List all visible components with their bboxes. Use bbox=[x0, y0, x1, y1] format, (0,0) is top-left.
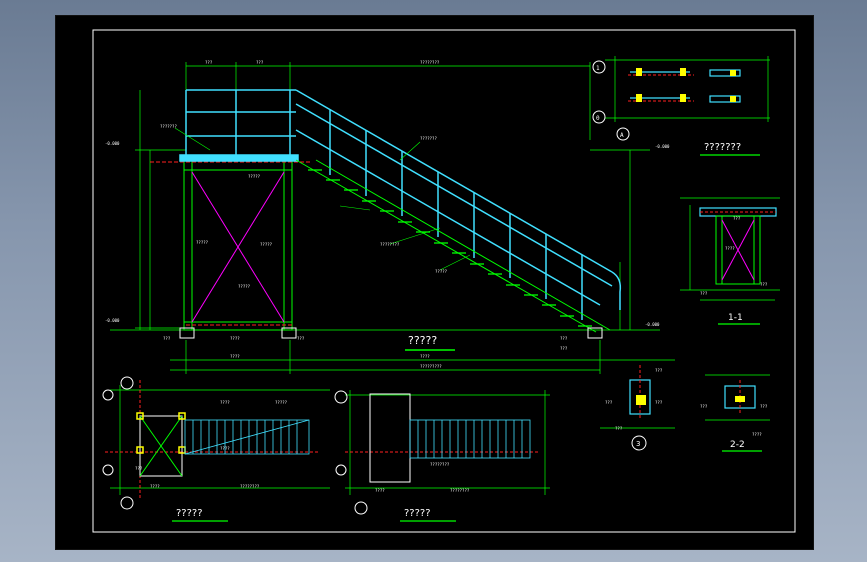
svg-text:???: ??? bbox=[135, 466, 143, 471]
stair-elevation-view: ??????? ??????? ???????? ????? ????? ???… bbox=[105, 60, 670, 374]
svg-text:?????: ????? bbox=[275, 400, 288, 405]
svg-text:????: ???? bbox=[725, 246, 735, 251]
sheet-border bbox=[92, 29, 796, 533]
grid-marker-0: 0 bbox=[596, 115, 600, 122]
detail-3-view: ??? ??? ??? ??? 3 bbox=[600, 359, 675, 451]
section-2-2-title: 2-2 bbox=[730, 440, 745, 450]
svg-text:????: ???? bbox=[230, 336, 240, 341]
svg-text:???: ??? bbox=[297, 336, 305, 341]
detail-3-label: 3 bbox=[636, 440, 640, 448]
svg-text:?????: ????? bbox=[196, 240, 209, 245]
stair-detail-view: 1 0 A ??????? bbox=[592, 56, 770, 156]
svg-text:????????: ???????? bbox=[380, 242, 400, 247]
svg-text:????: ???? bbox=[220, 400, 230, 405]
svg-text:???????: ??????? bbox=[420, 136, 437, 141]
plan-a-title: ????? bbox=[176, 508, 203, 519]
section-2-2-view: ??? ??? ???? 2-2 bbox=[700, 374, 770, 452]
svg-text:???: ??? bbox=[615, 426, 623, 431]
svg-text:-0.000: -0.000 bbox=[105, 318, 120, 323]
stair-detail-title: ??????? bbox=[704, 142, 741, 153]
svg-text:????????: ???????? bbox=[420, 60, 440, 65]
svg-text:???: ??? bbox=[605, 400, 613, 405]
svg-text:???: ??? bbox=[733, 216, 741, 221]
svg-text:???: ??? bbox=[700, 291, 708, 296]
svg-text:????: ???? bbox=[752, 432, 762, 437]
svg-text:?????????: ????????? bbox=[420, 364, 442, 369]
svg-text:???: ??? bbox=[163, 336, 171, 341]
svg-text:???: ??? bbox=[655, 368, 663, 373]
svg-text:???????: ??????? bbox=[160, 124, 177, 129]
elevation-title: ????? bbox=[408, 334, 437, 347]
plan-b-title: ????? bbox=[404, 508, 431, 519]
svg-text:????: ???? bbox=[420, 354, 430, 359]
svg-text:????????: ???????? bbox=[240, 484, 260, 489]
section-1-1-view: ??? ???? ??? ??? 1-1 bbox=[680, 197, 780, 325]
svg-text:???: ??? bbox=[205, 60, 213, 65]
svg-text:???: ??? bbox=[256, 60, 264, 65]
grid-marker-a: A bbox=[620, 132, 624, 139]
svg-text:???: ??? bbox=[760, 282, 768, 287]
svg-text:?????: ????? bbox=[435, 269, 448, 274]
plan-view-a: ???? ????? ???? ??? ???????? ???? ????? bbox=[102, 376, 330, 522]
svg-text:????: ???? bbox=[230, 354, 240, 359]
svg-text:???: ??? bbox=[760, 404, 768, 409]
svg-text:???: ??? bbox=[560, 346, 568, 351]
svg-text:???: ??? bbox=[700, 404, 708, 409]
svg-text:-0.000: -0.000 bbox=[105, 141, 120, 146]
svg-text:????????: ???????? bbox=[450, 488, 470, 493]
svg-text:-0.000: -0.000 bbox=[655, 144, 670, 149]
plan-view-b: ???????? ???????? ???? ????? bbox=[334, 390, 550, 522]
svg-text:?????: ????? bbox=[238, 284, 251, 289]
svg-text:?????: ????? bbox=[260, 242, 273, 247]
svg-text:????: ???? bbox=[220, 446, 230, 451]
svg-text:????: ???? bbox=[150, 484, 160, 489]
svg-text:???: ??? bbox=[655, 400, 663, 405]
svg-text:???: ??? bbox=[560, 336, 568, 341]
svg-text:?????: ????? bbox=[248, 174, 261, 179]
grid-marker-1: 1 bbox=[596, 65, 600, 72]
section-1-1-title: 1-1 bbox=[728, 313, 743, 323]
svg-text:-0.000: -0.000 bbox=[645, 322, 660, 327]
svg-text:????????: ???????? bbox=[430, 462, 450, 467]
svg-text:????: ???? bbox=[375, 488, 385, 493]
